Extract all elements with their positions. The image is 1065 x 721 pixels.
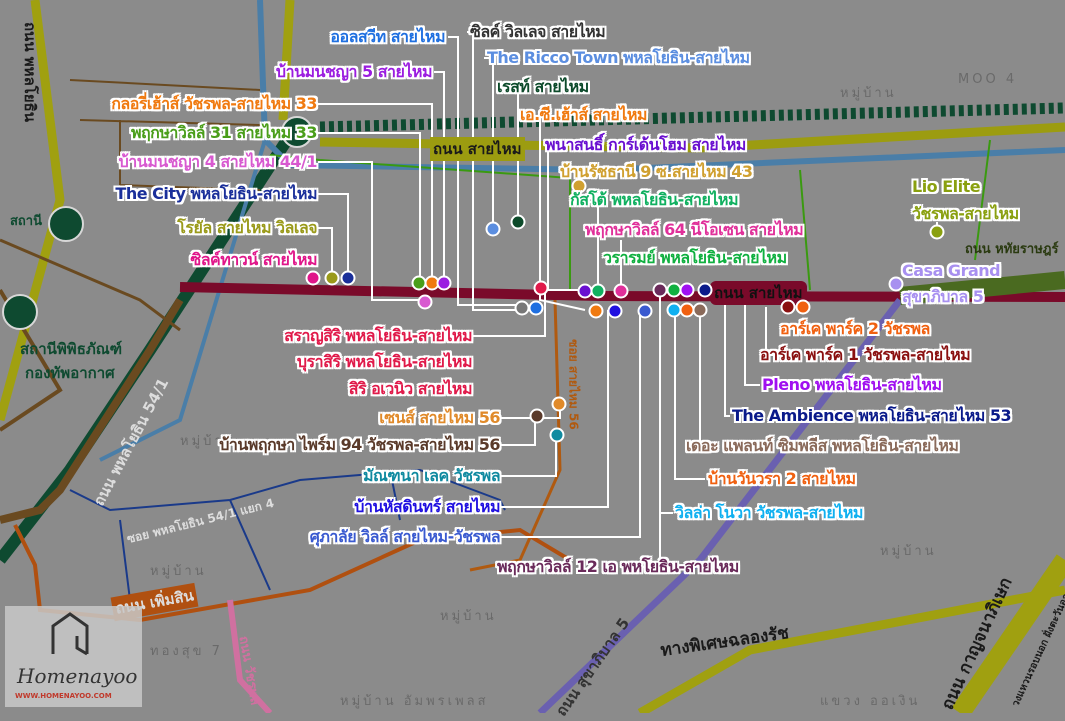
project-label[interactable]: พฤกษาวิลล์ 12 เอ พหโยธิน-สายไหม	[497, 557, 739, 576]
project-label[interactable]: สุขาภิบาล 5	[902, 287, 984, 306]
project-dot[interactable]	[485, 221, 501, 237]
project-label[interactable]: พฤกษาวิลล์ 64 นีโอเซน สายไหม	[585, 220, 804, 239]
project-label[interactable]: บ้านรัชธานี 9 ซ.สายไหม 43	[560, 162, 753, 181]
project-label[interactable]: Lio Elite	[912, 177, 981, 196]
project-label[interactable]: โรยัล สายไหม วิลเลจ	[177, 218, 317, 237]
project-dot[interactable]	[637, 303, 653, 319]
project-label[interactable]: ซิลค์ทาวน์ สายไหม	[190, 250, 317, 269]
station-name-2: กองทัพอากาศ	[25, 364, 115, 382]
place-label: ทองสุข 7	[150, 644, 223, 659]
project-dot[interactable]	[888, 276, 904, 292]
project-dot[interactable]	[692, 302, 708, 318]
place-label: หมู่บ้าน	[840, 86, 897, 101]
project-dot[interactable]	[613, 283, 629, 299]
project-label[interactable]: พฤกษาวิลล์ 31 สายไหม 33	[130, 123, 318, 142]
project-label[interactable]: อาร์เค พาร์ค 2 วัชรพล	[780, 319, 930, 338]
expressway	[637, 585, 1065, 713]
project-label[interactable]: The Ricco Town พหลโยธิน-สายไหม	[487, 48, 750, 67]
logo-name: Homenayoo	[17, 664, 138, 688]
road-label-phahonyothin: ถนน พหลโยธิน	[21, 21, 40, 123]
bts-station-icon	[2, 116, 313, 330]
project-dot[interactable]	[697, 282, 713, 298]
project-label[interactable]: Pleno พหลโยธิน-สายไหม	[762, 375, 942, 394]
project-dot[interactable]	[590, 283, 606, 299]
place-label: แขวง ออเงิน	[820, 694, 921, 709]
project-label[interactable]: พนาสนธิ์ การ์เด้นโฮม สายไหม	[545, 135, 746, 154]
project-dot[interactable]	[529, 408, 545, 424]
project-label[interactable]: กัสโต้ พหลโยธิน-สายไหม	[570, 190, 738, 209]
project-dot[interactable]	[436, 275, 452, 291]
station-name-top: สถานี	[10, 214, 42, 229]
project-label[interactable]: บ้านหัสดินทร์ สายไหม	[354, 497, 500, 516]
project-label[interactable]: เซนส์ สายไหม 56	[379, 408, 500, 427]
sukhapiban5-road	[537, 297, 903, 713]
rail-line	[319, 102, 1065, 133]
project-dot[interactable]	[588, 303, 604, 319]
project-label[interactable]: ออลสวีท สายไหม	[330, 27, 445, 46]
project-label[interactable]: เรสท์ สายไหม	[497, 77, 589, 96]
leader-lines	[318, 31, 938, 568]
project-label[interactable]: บุราสิริ พหลโยธิน-สายไหม	[296, 352, 473, 371]
project-label[interactable]: กลอรี่เฮ้าส์ วัชรพล-สายไหม 33	[111, 94, 317, 113]
project-label[interactable]: บ้านมนชญา 4 สายไหม 44/1	[118, 152, 318, 171]
project-dot[interactable]	[652, 282, 668, 298]
project-label[interactable]: ศุภาลัย วิลล์ สายไหม-วัชรพล	[309, 527, 501, 546]
project-label[interactable]: Casa Grand	[902, 261, 1001, 280]
phermsin-road	[13, 524, 572, 623]
project-dot[interactable]	[679, 282, 695, 298]
project-label[interactable]: เดอะ แพลนท์ ซิมพลีส พหลโยธิน-สายไหม	[686, 436, 959, 455]
project-dot[interactable]	[571, 178, 587, 194]
place-label: หมู่บ้าน อัมพรเพลส	[340, 694, 489, 709]
project-label[interactable]: เอ.ซี.เฮ้าส์ สายไหม	[520, 105, 647, 124]
project-dot[interactable]	[533, 280, 549, 296]
place-label: หมู่บ้าน	[150, 564, 207, 579]
project-dot[interactable]	[514, 300, 530, 316]
project-label[interactable]: มัณฑนา เลค วัชรพล	[363, 466, 501, 485]
road-label-soi56: ซอย สายไหม 56	[566, 339, 581, 430]
project-dot[interactable]	[324, 270, 340, 286]
project-dot[interactable]	[305, 270, 321, 286]
project-dot[interactable]	[510, 214, 526, 230]
project-label[interactable]: วรารมย์ พหลโยธิน-สายไหม	[603, 248, 787, 267]
place-label: หมู่บ้าน	[440, 609, 497, 624]
place-label: หมู่บ้าน	[880, 544, 937, 559]
phahonyothin-road	[0, 0, 65, 422]
project-dot[interactable]	[795, 299, 811, 315]
project-label[interactable]: ซิลค์ วิลเลจ สายไหม	[470, 22, 606, 41]
place-label: MOO 4	[958, 72, 1018, 87]
project-label[interactable]: วัชรพล-สายไหม	[912, 204, 1019, 223]
house-logo-icon	[51, 612, 89, 656]
project-label[interactable]: บ้านพฤกษา ไพร์ม 94 วัชรพล-สายไหม 56	[219, 435, 500, 454]
project-dot[interactable]	[417, 294, 433, 310]
project-label[interactable]: บ้านวันวรา 2 สายไหม	[708, 469, 856, 488]
project-label[interactable]: สิริ อเวนิว สายไหม	[348, 379, 473, 398]
project-dot[interactable]	[929, 224, 945, 240]
project-label[interactable]: The City พหลโยธิน-สายไหม	[115, 184, 317, 203]
project-label[interactable]: The Ambience พหลโยธิน-สายไหม 53	[732, 406, 1012, 425]
project-dot[interactable]	[340, 270, 356, 286]
project-dot[interactable]	[551, 396, 567, 412]
road-label-saimai-top: ถนน สายไหม	[430, 137, 525, 161]
place-label: หมู่บ้าน	[180, 434, 237, 449]
project-dot[interactable]	[528, 300, 544, 316]
station-name-1: สถานีพิพิธภัณฑ์	[20, 340, 123, 358]
project-label[interactable]: สราญสิริ พหลโยธิน-สายไหม	[284, 326, 472, 345]
project-dot[interactable]	[607, 303, 623, 319]
logo-url: WWW.HOMENAYOO.COM	[15, 692, 112, 700]
project-label[interactable]: วิลล่า โนวา วัชรพล-สายไหม	[675, 503, 863, 522]
project-dot[interactable]	[549, 427, 565, 443]
project-label[interactable]: บ้านมนชญา 5 สายไหม	[275, 62, 433, 81]
project-label[interactable]: อาร์เค พาร์ค 1 วัชรพล-สายไหม	[760, 345, 971, 364]
homenayoo-logo: Homenayoo WWW.HOMENAYOO.COM	[5, 606, 142, 707]
road-label-hathairat: ถนน หทัยราษฎร์	[965, 242, 1059, 257]
project-dot[interactable]	[780, 299, 796, 315]
